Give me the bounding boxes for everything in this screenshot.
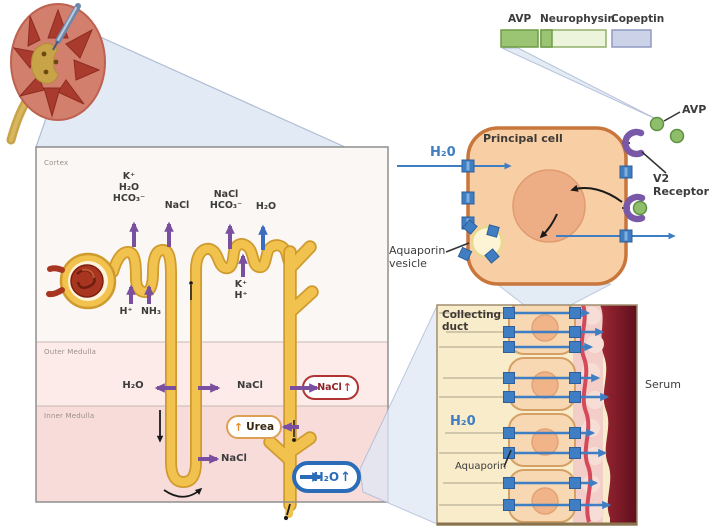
up-arrow-icon: ↑ bbox=[233, 420, 244, 434]
duct-cell-nuclei bbox=[531, 314, 559, 515]
aquaporin-vesicle-icon bbox=[457, 219, 504, 264]
vesicle-label-line bbox=[445, 242, 470, 253]
h2o-reabsorption-badge: H₂O↑ bbox=[292, 461, 361, 493]
avp-segment bbox=[500, 29, 539, 48]
collecting-duct-title: Collecting duct bbox=[442, 309, 502, 334]
outer-medulla-label: Outer Medulla bbox=[44, 348, 97, 356]
inner-medulla-nacl-label: NaCl bbox=[221, 453, 247, 464]
collecting-duct-h2o-label: H₂0 bbox=[450, 414, 476, 429]
zoom-triangle-principal-cell bbox=[495, 283, 612, 306]
pct-h-label: H⁺ bbox=[119, 306, 133, 317]
glomerulus bbox=[46, 252, 117, 310]
signal-arrow bbox=[570, 184, 623, 203]
cortex-label: Cortex bbox=[44, 159, 69, 167]
v2-receptor-bound-icon bbox=[622, 193, 648, 223]
zoom-triangle-avp bbox=[501, 47, 659, 121]
inner-medulla-label: Inner Medulla bbox=[44, 412, 95, 420]
vesicle-traffic-arrow bbox=[539, 213, 558, 239]
transport-arrows bbox=[126, 221, 268, 464]
neurophysin-bar-label: Neurophysin bbox=[540, 13, 615, 25]
nacl-badge-label: NaCl bbox=[317, 382, 342, 393]
avp-precursor-bar bbox=[500, 29, 652, 48]
copeptin-bar-label: Copeptin bbox=[611, 13, 665, 25]
copeptin-segment bbox=[611, 29, 652, 48]
needle-icon bbox=[52, 3, 81, 51]
serum-label: Serum bbox=[645, 378, 681, 391]
outer-medulla-nacl-label: NaCl bbox=[237, 380, 263, 391]
aquaporin-label: Aquaporin bbox=[455, 461, 507, 472]
aquaporin-vesicle-label: Aquaporin vesicle bbox=[389, 244, 446, 270]
pct-nacl-label: NaCl bbox=[164, 200, 190, 211]
water-flow-rows bbox=[439, 307, 612, 511]
v2-receptor-label: V2 Receptor bbox=[653, 172, 710, 198]
urea-gradient-badge: ↑Urea bbox=[226, 415, 282, 439]
outer-medulla-h2o-label: H₂O bbox=[122, 380, 144, 391]
urea-badge-label: Urea bbox=[246, 421, 275, 433]
principal-cell-h2o-label: H₂0 bbox=[430, 145, 456, 160]
principal-cell-title: Principal cell bbox=[483, 132, 563, 145]
renal-pyramids bbox=[12, 8, 101, 118]
dct-h2o-label: H₂O bbox=[255, 201, 277, 212]
v2-receptor-icon bbox=[622, 128, 645, 158]
nucleus bbox=[512, 169, 586, 243]
nephron-tubule bbox=[107, 238, 319, 518]
dct-reabsorption-label: NaCl HCO₃⁻ bbox=[209, 189, 243, 212]
aquaporin-icons bbox=[503, 307, 581, 511]
neurophysin-leader-segment bbox=[540, 29, 553, 48]
principal-cell bbox=[397, 111, 685, 286]
dct-secretion-label: K⁺ H⁺ bbox=[234, 279, 248, 302]
pct-nh3-label: NH₃ bbox=[140, 306, 162, 317]
up-arrow-icon: ↑ bbox=[340, 469, 351, 485]
kidney-icon bbox=[6, 3, 106, 145]
serum-region bbox=[600, 305, 637, 525]
collecting-duct-panel bbox=[436, 304, 638, 526]
avp-molecule-icon bbox=[649, 116, 685, 144]
avp-ligand-label: AVP bbox=[682, 103, 707, 116]
h2o-badge-label: H₂O bbox=[313, 470, 340, 484]
collecting-duct-tubule bbox=[263, 240, 319, 518]
avp-bar-label: AVP bbox=[508, 13, 532, 25]
avp-label-line bbox=[663, 111, 681, 122]
nacl-gradient-badge: NaCl↑ bbox=[302, 375, 359, 400]
up-arrow-icon: ↑ bbox=[342, 381, 352, 394]
aquaporin-label-line bbox=[503, 449, 512, 468]
pct-reabsorption-label: K⁺ H₂O HCO₃⁻ bbox=[112, 171, 146, 205]
v2-label-line bbox=[641, 151, 667, 174]
nephron-panel-border bbox=[35, 146, 389, 503]
renal-pelvis bbox=[31, 42, 59, 84]
